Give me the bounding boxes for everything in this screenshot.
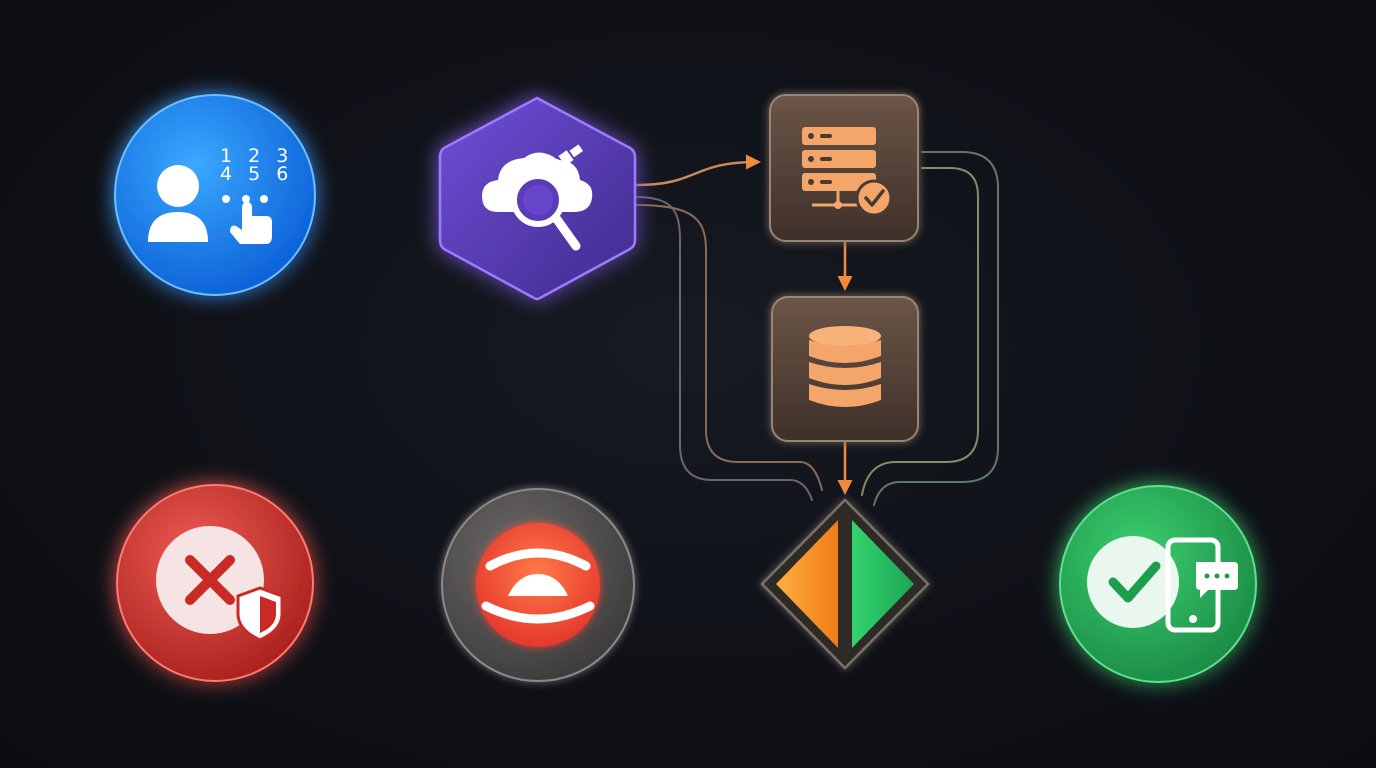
- edge-server-bypass-inner: [861, 167, 979, 496]
- edge-cloud-bypass-inner: [635, 204, 823, 491]
- node-database[interactable]: [771, 296, 919, 442]
- connectors: [316, 151, 1041, 593]
- keypad-row-2: 4 5 6: [220, 163, 293, 185]
- edge-server-bypass-outer: [873, 151, 999, 506]
- edge-cloud-bypass-outer: [635, 196, 813, 501]
- keypad-row-1: 1 2 3: [220, 145, 293, 167]
- decision-diamond-icon: [776, 520, 914, 648]
- node-success[interactable]: [1059, 485, 1257, 683]
- cloud-search-satellite-icon: [482, 144, 593, 251]
- server-check-icon: [802, 127, 893, 217]
- split-circle-icon: [476, 523, 600, 647]
- node-cloud-search[interactable]: [438, 96, 637, 301]
- node-decision[interactable]: [760, 498, 930, 670]
- node-user-input[interactable]: 1 2 3 4 5 6: [114, 94, 316, 296]
- database-icon: [809, 326, 881, 407]
- edge-cloud-to-server: [634, 154, 761, 187]
- node-server-check[interactable]: [769, 94, 919, 242]
- user-keypad-icon: 1 2 3 4 5 6: [148, 145, 293, 244]
- check-phone-message-icon: [1087, 536, 1238, 633]
- node-rejected[interactable]: [116, 484, 314, 682]
- node-processing[interactable]: [441, 488, 635, 682]
- x-shield-icon: [156, 526, 284, 642]
